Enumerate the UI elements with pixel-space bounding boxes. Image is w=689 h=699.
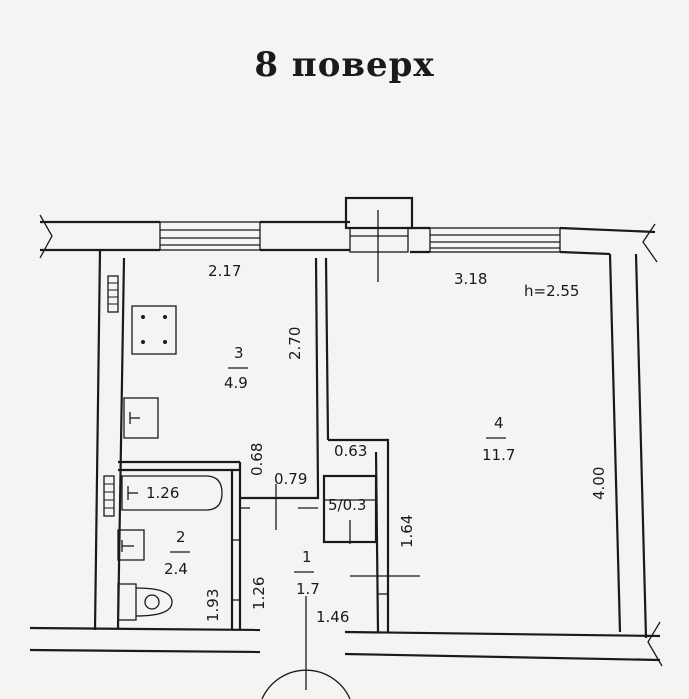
dim-2-17: 2.17 [208, 262, 241, 280]
stove-icon [131, 305, 177, 355]
room-3-number: 3 [234, 344, 244, 362]
dim-1-26-hall: 1.26 [250, 577, 268, 610]
dim-1-46: 1.46 [316, 608, 349, 626]
dim-1-64: 1.64 [398, 515, 416, 548]
dim-1-93: 1.93 [204, 589, 222, 622]
ceiling-height: h=2.55 [524, 282, 579, 300]
exterior-wall-right [608, 253, 648, 639]
dim-0-68: 0.68 [248, 443, 266, 476]
dim-3-18: 3.18 [454, 270, 487, 288]
room-2-area: 2.4 [164, 560, 188, 578]
dim-0-63: 0.63 [334, 442, 367, 460]
interior-walls [118, 257, 390, 633]
dim-1-26-bath: 1.26 [146, 484, 179, 502]
room-4-number: 4 [494, 414, 504, 432]
dim-2-70: 2.70 [286, 327, 304, 360]
bathtub-icon [121, 475, 223, 511]
exterior-wall-top [39, 214, 658, 263]
window-room-4 [429, 227, 561, 253]
window-room-3 [159, 221, 261, 251]
washbasin-icon [117, 529, 145, 561]
sink-icon [123, 397, 159, 439]
toilet-icon [117, 583, 173, 621]
dim-0-79: 0.79 [274, 470, 307, 488]
room-1-number: 1 [302, 548, 312, 566]
exterior-wall-bottom [29, 621, 663, 699]
room-4-area: 11.7 [482, 446, 515, 464]
door-marks [232, 484, 420, 690]
exterior-wall-left [93, 249, 126, 631]
room-5-label: 5/0.3 [328, 496, 366, 514]
dim-4-00: 4.00 [590, 467, 608, 500]
room-3-area: 4.9 [224, 374, 248, 392]
room-1-area: 1.7 [296, 580, 320, 598]
room-2-number: 2 [176, 528, 186, 546]
floor-title: 8 поверх [254, 45, 435, 85]
ventilation-shaft [344, 196, 414, 282]
